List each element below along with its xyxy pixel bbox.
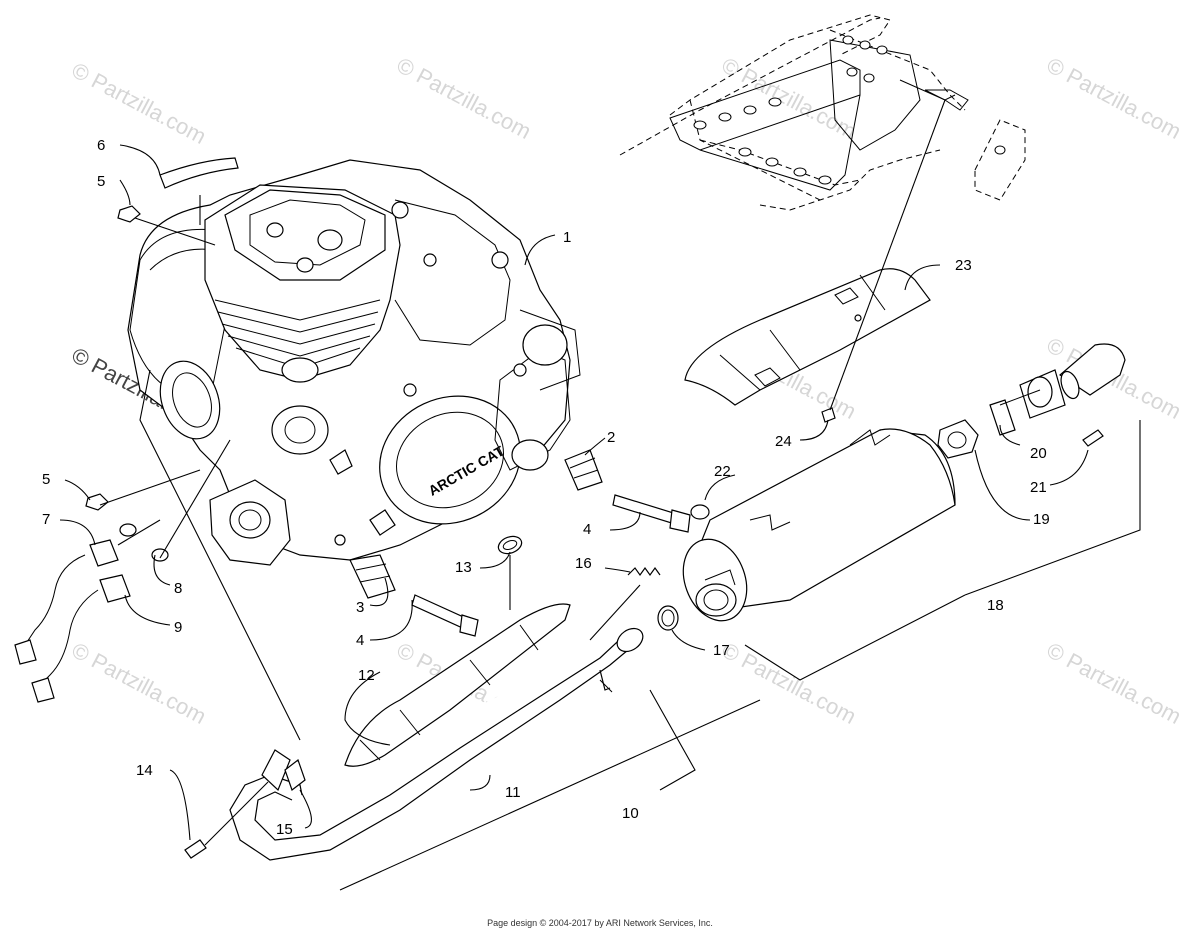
callout-14: 14	[136, 762, 153, 779]
decal	[159, 157, 239, 189]
heat-shield-screw	[821, 407, 836, 423]
o2-sensor	[31, 574, 131, 703]
callout-15: 15	[276, 821, 293, 838]
muffler-heat-shield	[684, 268, 931, 406]
callout-2: 2	[607, 429, 615, 446]
callout-13: 13	[455, 559, 472, 576]
callout-3: 3	[356, 599, 364, 616]
callout-4: 4	[583, 521, 591, 538]
watermark: © Partzilla.com	[393, 52, 536, 144]
callout-labels: 6 5 1 23 24 2 20 5 21 22 19 7 4 16 13 8 …	[42, 137, 1050, 838]
head-pipe	[229, 627, 644, 861]
watermark: © Partzilla.com	[68, 637, 211, 729]
callout-5: 5	[42, 471, 50, 488]
callout-19: 19	[1033, 511, 1050, 528]
watermark: © Partzilla.com	[718, 637, 861, 729]
head-pipe-heat-shield	[344, 603, 571, 767]
leader-lines	[59, 99, 1141, 891]
grommet	[690, 504, 710, 520]
exhaust-stud	[612, 494, 691, 533]
footer-copyright: Page design © 2004-2017 by ARI Network S…	[487, 918, 713, 928]
callout-10: 10	[622, 805, 639, 822]
watermark: © Partzilla.com	[1043, 637, 1186, 729]
exhaust-port-gasket	[261, 749, 291, 792]
callout-18: 18	[987, 597, 1004, 614]
engine-assembly: ARCTIC CAT	[127, 159, 581, 566]
callout-23: 23	[955, 257, 972, 274]
nut	[117, 205, 141, 223]
callout-6: 6	[97, 137, 105, 154]
callout-16: 16	[575, 555, 592, 572]
exhaust-spring	[627, 566, 661, 577]
callout-4: 4	[356, 632, 364, 649]
muffler-gasket	[937, 419, 979, 459]
pipe-gasket	[657, 605, 679, 631]
callout-22: 22	[714, 463, 731, 480]
callout-9: 9	[174, 619, 182, 636]
callout-24: 24	[775, 433, 792, 450]
sensor-gasket	[119, 523, 137, 537]
callout-12: 12	[358, 667, 375, 684]
tailpipe-bolt	[1082, 429, 1104, 447]
callout-8: 8	[174, 580, 182, 597]
callout-5: 5	[97, 173, 105, 190]
callout-11: 11	[505, 784, 521, 801]
vehicle-frame	[619, 14, 1026, 211]
exhaust-stud	[411, 594, 479, 637]
heat-shield-bolt	[184, 839, 207, 859]
callout-20: 20	[1030, 445, 1047, 462]
callout-1: 1	[563, 229, 571, 246]
watermark: © Partzilla.com	[68, 57, 211, 149]
watermark: © Partzilla.com	[718, 52, 861, 144]
exhaust-nut	[349, 554, 396, 599]
callout-7: 7	[42, 511, 50, 528]
muffler	[682, 343, 1126, 622]
nut	[85, 493, 109, 511]
pipe-clamp	[497, 535, 523, 555]
callout-17: 17	[713, 642, 730, 659]
o2-sensor	[14, 539, 119, 665]
callout-21: 21	[1030, 479, 1047, 496]
watermark: © Partzilla.com	[1043, 52, 1186, 144]
exhaust-nut	[564, 449, 603, 491]
